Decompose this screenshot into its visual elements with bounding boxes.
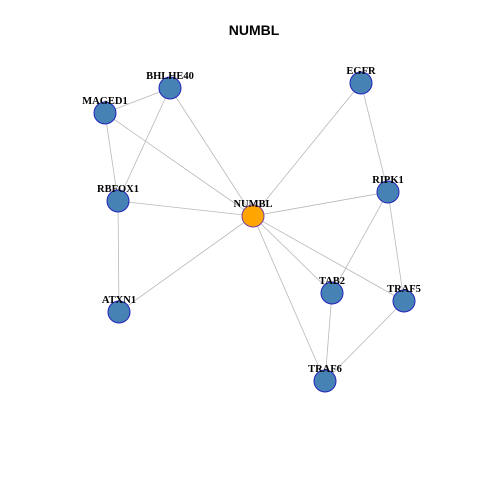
edge-bhlhe40-maged1 bbox=[104, 87, 171, 114]
node-rbfox1 bbox=[106, 189, 130, 213]
node-tab2 bbox=[320, 281, 344, 305]
node-numbl bbox=[241, 204, 265, 228]
edge-maged1-rbfox1 bbox=[104, 112, 119, 202]
node-atxn1 bbox=[107, 300, 131, 324]
node-label-numbl: NUMBL bbox=[233, 199, 272, 210]
edges-layer bbox=[104, 82, 405, 382]
edge-numbl-bhlhe40 bbox=[169, 87, 254, 217]
node-label-tab2: TAB2 bbox=[319, 276, 345, 287]
node-label-bhlhe40: BHLHE40 bbox=[146, 71, 194, 82]
node-label-traf5: TRAF5 bbox=[387, 284, 421, 295]
edge-numbl-traf6 bbox=[252, 215, 326, 382]
node-egfr bbox=[349, 71, 373, 95]
node-bhlhe40 bbox=[158, 76, 182, 100]
node-label-rbfox1: RBFOX1 bbox=[97, 184, 139, 195]
nodes-layer bbox=[93, 71, 416, 393]
node-label-atxn1: ATXN1 bbox=[102, 295, 136, 306]
edge-numbl-atxn1 bbox=[118, 215, 254, 313]
edge-egfr-ripk1 bbox=[360, 82, 389, 193]
plot-title: NUMBL bbox=[229, 22, 280, 38]
edge-numbl-maged1 bbox=[104, 112, 254, 217]
edge-numbl-tab2 bbox=[252, 215, 333, 294]
node-label-egfr: EGFR bbox=[346, 66, 376, 77]
edge-bhlhe40-rbfox1 bbox=[117, 87, 171, 202]
edge-numbl-rbfox1 bbox=[117, 200, 254, 217]
edge-numbl-egfr bbox=[252, 82, 362, 217]
node-label-maged1: MAGED1 bbox=[82, 96, 128, 107]
node-traf6 bbox=[313, 369, 337, 393]
node-label-traf6: TRAF6 bbox=[308, 364, 342, 375]
edge-numbl-ripk1 bbox=[252, 191, 389, 217]
node-label-ripk1: RIPK1 bbox=[372, 175, 404, 186]
edge-numbl-traf5 bbox=[252, 215, 405, 302]
edge-ripk1-tab2 bbox=[331, 191, 389, 294]
node-maged1 bbox=[93, 101, 117, 125]
edge-tab2-traf6 bbox=[324, 292, 333, 382]
edge-traf5-traf6 bbox=[324, 300, 405, 382]
edge-ripk1-traf5 bbox=[387, 191, 405, 302]
node-traf5 bbox=[392, 289, 416, 313]
edge-rbfox1-atxn1 bbox=[117, 200, 120, 313]
node-ripk1 bbox=[376, 180, 400, 204]
